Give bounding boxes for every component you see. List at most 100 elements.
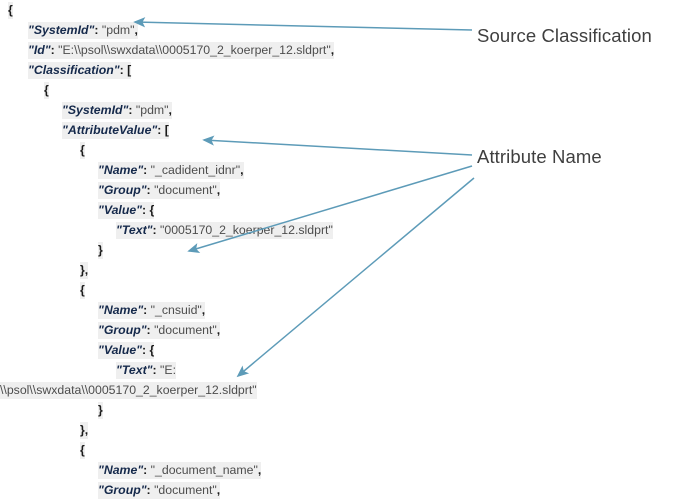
json-line: "Name": "_document_name", [0, 460, 420, 480]
json-line: }, [0, 420, 420, 440]
json-line: "Name": "_cnsuid", [0, 300, 420, 320]
json-punctuation: : [143, 303, 151, 317]
json-line: "SystemId": "pdm", [0, 20, 420, 40]
json-key: "Value" [98, 203, 143, 217]
json-line-text: { [8, 2, 13, 19]
json-line-text: }, [80, 262, 89, 279]
json-punctuation: : [146, 183, 155, 197]
json-line-text: "Id": "E:\\psol\\swxdata\\0005170_2_koer… [28, 42, 335, 59]
json-value: \\psol\\swxdata\\0005170_2_koerper_12.sl… [0, 383, 257, 397]
json-punctuation: , [216, 323, 221, 337]
json-punctuation: { [80, 143, 85, 157]
json-line: "Classification": [ [0, 60, 420, 80]
json-punctuation: : { [142, 203, 155, 217]
json-punctuation: , [257, 463, 262, 477]
json-line: { [0, 280, 420, 300]
json-line: \\psol\\swxdata\\0005170_2_koerper_12.sl… [0, 380, 420, 400]
json-line: "AttributeValue": [ [0, 120, 420, 140]
json-value: "_document_name" [150, 463, 258, 477]
json-line: "Text": "0005170_2_koerper_12.sldprt" [0, 220, 420, 240]
json-punctuation: : [ [119, 63, 132, 77]
json-line-text: "Text": "0005170_2_koerper_12.sldprt" [116, 222, 333, 239]
json-punctuation: { [80, 283, 85, 297]
json-value: "E: [160, 363, 176, 377]
json-line-text: "Name": "_cnsuid", [98, 302, 206, 319]
annotation-label-source-classification: Source Classification [477, 25, 652, 46]
json-line-text: { [80, 442, 85, 459]
json-line-text: "SystemId": "pdm", [62, 102, 172, 119]
json-line: "Group": "document", [0, 320, 420, 340]
json-punctuation: : [128, 103, 136, 117]
json-line-text: "SystemId": "pdm", [28, 22, 138, 39]
json-line: } [0, 240, 420, 260]
json-line-text: \\psol\\swxdata\\0005170_2_koerper_12.sl… [0, 382, 257, 399]
json-punctuation: , [134, 23, 138, 37]
json-line: "SystemId": "pdm", [0, 100, 420, 120]
json-key: "Id" [28, 43, 51, 57]
json-line: { [0, 80, 420, 100]
json-line-text: }, [80, 422, 89, 439]
json-key: "Group" [98, 483, 147, 497]
json-punctuation: , [330, 43, 335, 57]
json-value: "E:\\psol\\swxdata\\0005170_2_koerper_12… [58, 43, 331, 57]
json-line: }, [0, 260, 420, 280]
json-punctuation: , [201, 303, 206, 317]
json-punctuation: } [98, 243, 103, 257]
json-line-text: "Name": "_document_name", [98, 462, 262, 479]
json-punctuation: : [146, 483, 155, 497]
json-value: "document" [154, 483, 217, 497]
json-value: "_cnsuid" [150, 303, 202, 317]
json-punctuation: , [168, 103, 172, 117]
annotation-label-attribute-name: Attribute Name [477, 146, 602, 167]
json-line-text: } [98, 242, 103, 259]
json-punctuation: : [143, 163, 151, 177]
json-punctuation: } [98, 403, 103, 417]
annotated-json-figure: {"SystemId": "pdm","Id": "E:\\psol\\swxd… [0, 2, 652, 499]
json-punctuation: : [50, 43, 59, 57]
json-key: "Name" [98, 463, 144, 477]
json-code-block: {"SystemId": "pdm","Id": "E:\\psol\\swxd… [0, 0, 420, 500]
json-line-text: } [98, 402, 103, 419]
json-line-text: "Classification": [ [28, 62, 132, 79]
json-line: "Value": { [0, 340, 420, 360]
json-line-text: "Name": "_cadident_idnr", [98, 162, 244, 179]
json-line-text: "Group": "document", [98, 482, 221, 499]
json-line-text: "Group": "document", [98, 322, 221, 339]
json-key: "Group" [98, 323, 147, 337]
json-punctuation: , [240, 163, 244, 177]
json-punctuation: }, [80, 263, 89, 277]
json-line-text: "AttributeValue": [ [62, 122, 169, 139]
json-key: "AttributeValue" [62, 123, 158, 137]
json-line: "Value": { [0, 200, 420, 220]
json-punctuation: , [216, 483, 221, 497]
json-value: "0005170_2_koerper_12.sldprt" [160, 223, 333, 237]
json-line-text: { [80, 142, 85, 159]
json-punctuation: : [94, 23, 102, 37]
json-punctuation: : [ [157, 123, 169, 137]
json-key: "SystemId" [62, 103, 129, 117]
json-punctuation: { [44, 83, 49, 97]
json-line-text: "Value": { [98, 202, 155, 219]
json-punctuation: : [152, 363, 161, 377]
json-value: "pdm" [135, 103, 169, 117]
json-key: "Name" [98, 163, 144, 177]
json-line: "Text": "E: [0, 360, 420, 380]
json-line-text: "Text": "E: [116, 362, 176, 379]
json-punctuation: : [143, 463, 151, 477]
json-value: "_cadident_idnr" [150, 163, 241, 177]
json-punctuation: , [216, 183, 221, 197]
json-key: "Text" [116, 363, 153, 377]
json-line: "Id": "E:\\psol\\swxdata\\0005170_2_koer… [0, 40, 420, 60]
json-line-text: { [44, 82, 49, 99]
json-punctuation: { [80, 443, 85, 457]
json-key: "Classification" [28, 63, 120, 77]
json-key: "Group" [98, 183, 147, 197]
json-line: { [0, 0, 420, 20]
json-value: "document" [154, 183, 217, 197]
json-line: { [0, 140, 420, 160]
json-key: "Text" [116, 223, 153, 237]
json-line: { [0, 440, 420, 460]
json-line-text: { [80, 282, 85, 299]
json-line: "Group": "document", [0, 480, 420, 500]
json-line: "Name": "_cadident_idnr", [0, 160, 420, 180]
